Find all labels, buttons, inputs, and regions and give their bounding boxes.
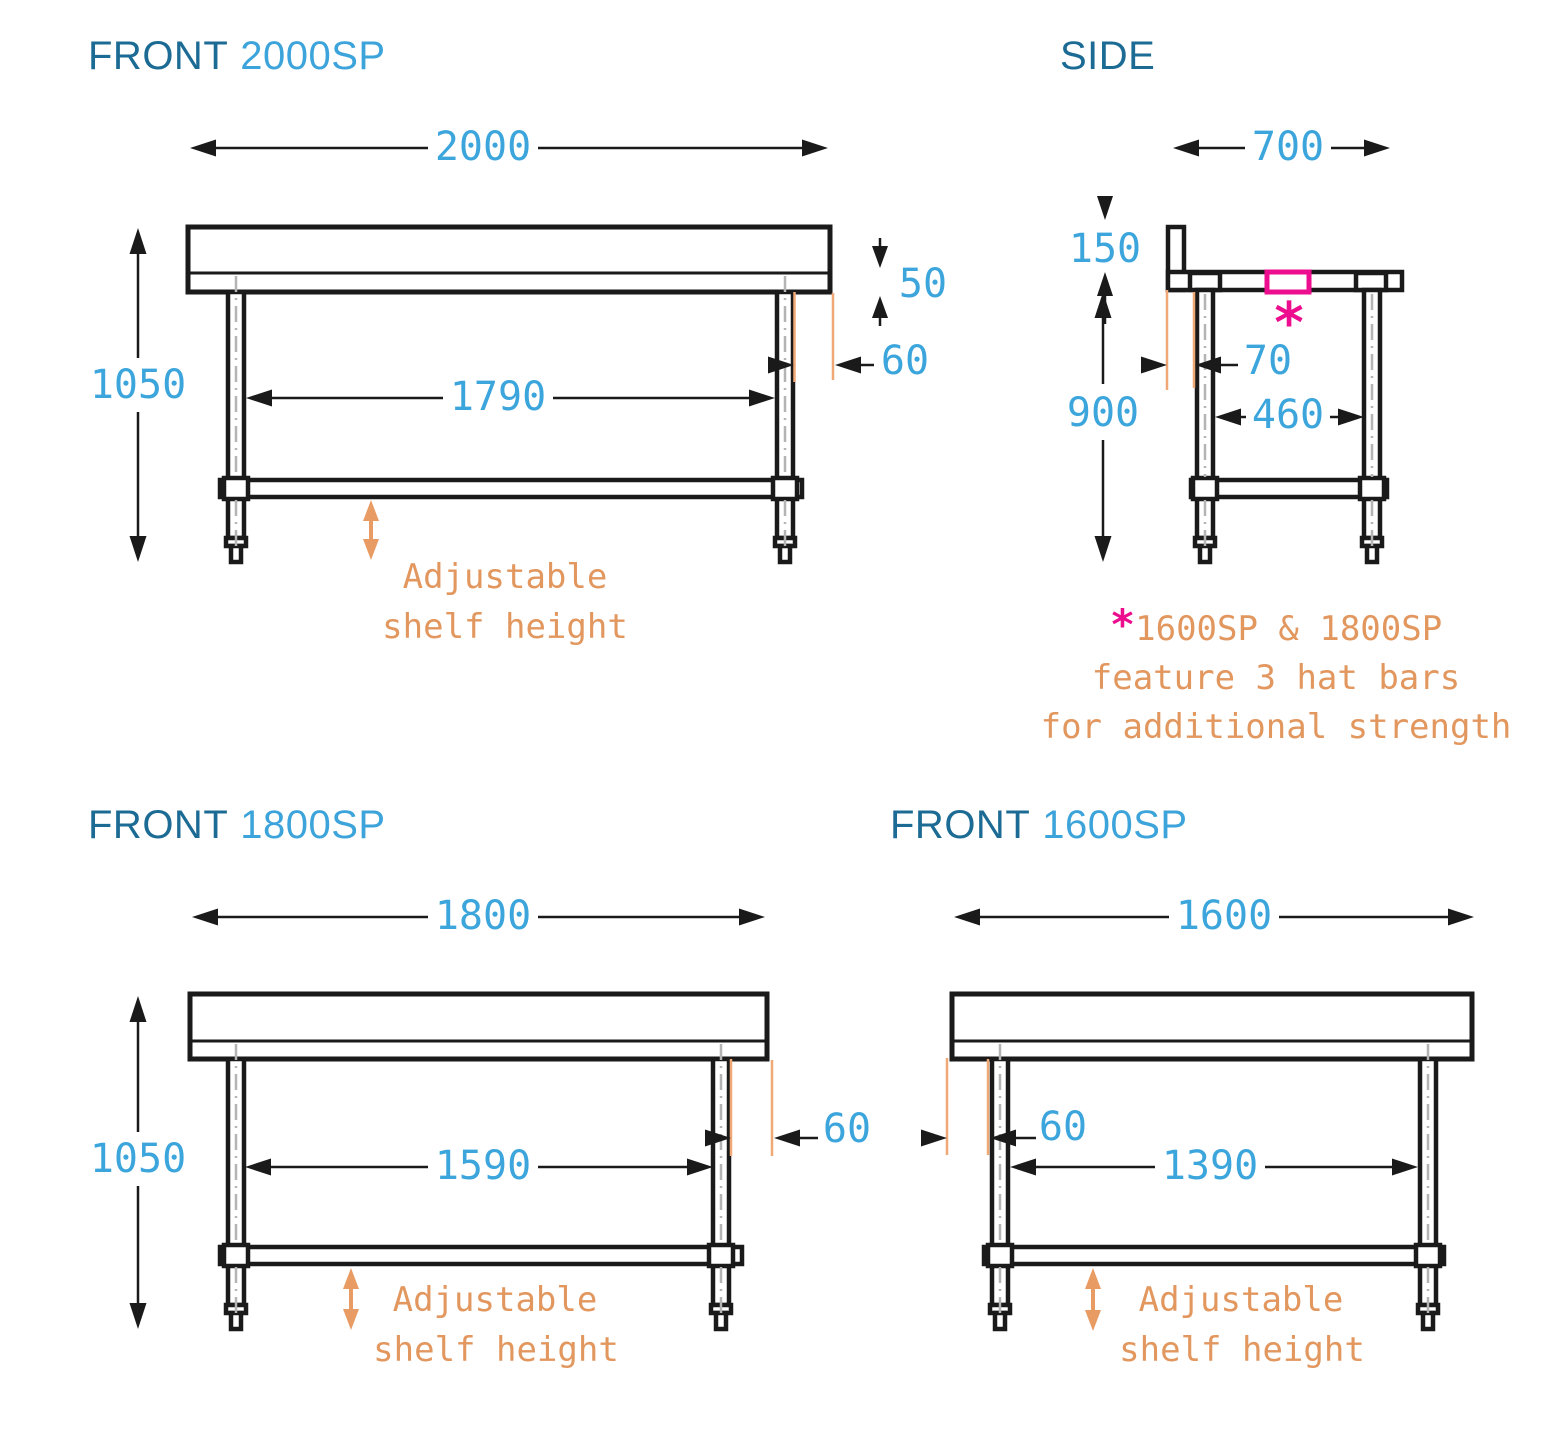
note-shelf-height: shelf height <box>1119 1330 1365 1370</box>
dim-offset-60: 60 <box>823 1106 871 1152</box>
dim-height-1050: 1050 <box>90 362 186 408</box>
view-front-2000sp: 2000 1050 <box>90 124 947 647</box>
heading-front-label: FRONT <box>88 803 229 847</box>
hat-bar-footnote: *1600SP & 1800SP feature 3 hat bars for … <box>1030 600 1522 752</box>
dim-width-1600: 1600 <box>1176 893 1272 939</box>
adjustable-foot <box>1197 543 1213 565</box>
under-shelf <box>981 1244 1447 1267</box>
dim-shelf-1790: 1790 <box>450 374 546 420</box>
heading-side: SIDE <box>1060 34 1155 79</box>
note-shelf-height: shelf height <box>373 1330 619 1370</box>
adjustable-foot <box>1420 1310 1436 1332</box>
heading-front-label: FRONT <box>88 34 229 78</box>
heading-model-label: 2000SP <box>240 34 386 78</box>
dim-offset-60: 60 <box>881 338 929 384</box>
under-shelf <box>217 1244 745 1267</box>
tabletop-1800sp <box>187 991 770 1062</box>
dim-spacing-460: 460 <box>1252 392 1324 438</box>
adjustable-foot <box>228 543 244 565</box>
adjustable-foot <box>1364 543 1380 565</box>
footnote-asterisk: * <box>1109 600 1136 649</box>
note-adjustable: Adjustable <box>1139 1280 1344 1320</box>
dim-offset-70: 70 <box>1244 338 1292 384</box>
view-side: 700 * <box>1067 124 1405 565</box>
footnote-line-3: for additional strength <box>1040 707 1512 747</box>
dim-height-900: 900 <box>1067 390 1139 436</box>
heading-side-label: SIDE <box>1060 34 1156 78</box>
tabletop-1600sp <box>949 991 1475 1062</box>
under-shelf <box>1188 477 1390 500</box>
dim-shelf-1590: 1590 <box>435 1143 531 1189</box>
hat-bar <box>1353 270 1389 293</box>
dim-upstand-150: 150 <box>1069 226 1141 272</box>
tabletop-2000sp <box>185 224 833 295</box>
adjustable-foot <box>228 1310 244 1332</box>
arrowhead-right <box>802 139 828 157</box>
dim-shelf-1390: 1390 <box>1162 1143 1258 1189</box>
note-shelf-height: shelf height <box>382 607 628 647</box>
dim-width-2000: 2000 <box>435 124 531 170</box>
dim-depth-700: 700 <box>1252 124 1324 170</box>
adjustable-foot <box>777 543 793 565</box>
dim-width-1800: 1800 <box>435 893 531 939</box>
note-adjustable: Adjustable <box>393 1280 598 1320</box>
footnote-line-2: feature 3 hat bars <box>1091 658 1461 698</box>
dim-top-50: 50 <box>899 261 947 307</box>
shelf-leg-joint <box>1413 1242 1443 1269</box>
view-front-1600sp: 1600 6 <box>921 893 1475 1370</box>
heading-front-label: FRONT <box>890 803 1031 847</box>
adjustable-foot <box>713 1310 729 1332</box>
hat-bar-highlighted <box>1264 269 1312 295</box>
dim-offset-60: 60 <box>1039 1104 1087 1150</box>
view-front-1800sp: 1800 1050 <box>90 893 871 1370</box>
shelf-leg-joint <box>770 475 800 502</box>
shelf-leg-joint <box>1357 475 1387 502</box>
heading-model-label: 1800SP <box>240 803 386 847</box>
shelf-leg-joint <box>221 475 251 502</box>
shelf-leg-joint <box>706 1242 736 1269</box>
dim-height-1050: 1050 <box>90 1136 186 1182</box>
shelf-leg-joint <box>1190 475 1220 502</box>
heading-model-label: 1600SP <box>1042 803 1188 847</box>
hat-bar <box>1187 270 1223 293</box>
footnote-line-1: *1600SP & 1800SP <box>1109 600 1443 649</box>
shelf-leg-joint <box>985 1242 1015 1269</box>
adjustable-foot <box>992 1310 1008 1332</box>
under-shelf <box>217 477 805 500</box>
hat-bar-asterisk: * <box>1274 291 1303 356</box>
arrowhead-left <box>190 139 216 157</box>
note-adjustable: Adjustable <box>403 557 608 597</box>
shelf-leg-joint <box>221 1242 251 1269</box>
